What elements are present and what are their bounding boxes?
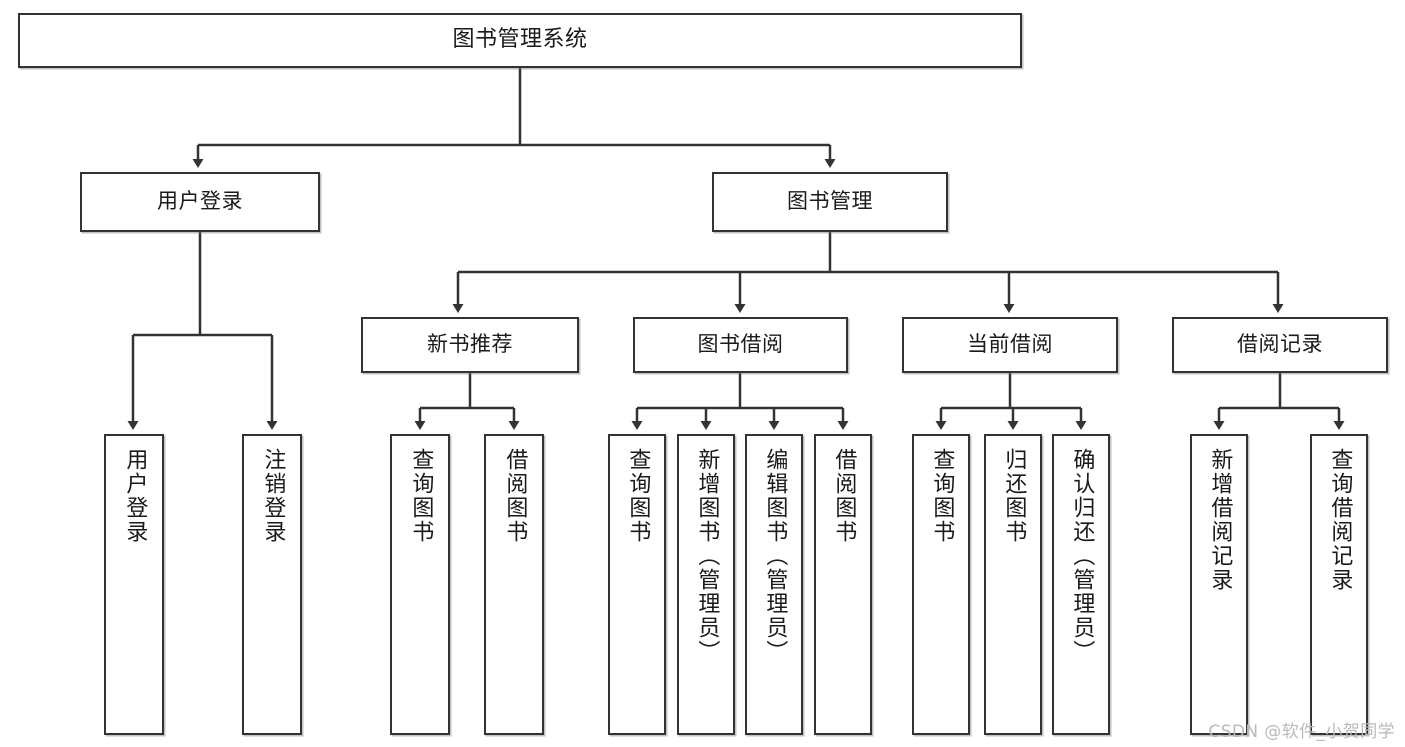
node-borrow-record[interactable]: 借阅记录 [1172,317,1388,373]
node-label: 用户登录 [157,189,243,214]
node-label: 图书借阅 [697,332,784,357]
node-label: 编辑图书（管理员） [762,448,788,664]
leaf-node-edit-book[interactable]: 编辑图书（管理员） [745,434,803,735]
leaf-node-query-record[interactable]: 查询借阅记录 [1310,434,1368,735]
node-label: 新增借阅记录 [1207,448,1233,592]
node-label: 当前借阅 [967,332,1053,357]
leaf-node-confirm-return[interactable]: 确认归还（管理员） [1052,434,1110,735]
leaf-node-logout[interactable]: 注销登录 [242,434,302,735]
leaf-node-user-login[interactable]: 用户登录 [104,434,164,735]
node-book-manage[interactable]: 图书管理 [712,172,948,232]
leaf-node-query-book-3[interactable]: 查询图书 [912,434,970,735]
leaf-node-borrow-book-2[interactable]: 借阅图书 [814,434,872,735]
leaf-node-borrow-book-1[interactable]: 借阅图书 [484,434,544,735]
node-label: 借阅图书 [502,448,528,544]
node-root[interactable]: 图书管理系统 [18,13,1022,68]
node-label: 新书推荐 [427,332,513,357]
node-label: 图书管理 [787,189,873,214]
leaf-node-add-record[interactable]: 新增借阅记录 [1190,434,1248,735]
leaf-node-query-book-2[interactable]: 查询图书 [608,434,666,735]
leaf-node-add-book[interactable]: 新增图书（管理员） [677,434,735,735]
node-label: 归还图书 [1001,448,1027,544]
node-current-borrow[interactable]: 当前借阅 [902,317,1118,373]
leaf-node-query-book-1[interactable]: 查询图书 [390,434,450,735]
csdn-watermark: CSDN @软件_小贺同学 [1208,722,1395,742]
node-label: 借阅记录 [1237,332,1323,357]
node-label: 注销登录 [260,448,286,544]
node-user-login[interactable]: 用户登录 [80,172,320,232]
node-label: 借阅图书 [831,448,857,544]
node-label: 新增图书（管理员） [694,448,720,664]
leaf-node-return-book[interactable]: 归还图书 [984,434,1042,735]
node-label: 查询图书 [929,448,955,544]
node-label: 确认归还（管理员） [1069,448,1095,664]
node-label: 查询图书 [625,448,651,544]
node-label: 用户登录 [122,448,148,544]
node-label: 图书管理系统 [452,27,588,53]
node-label: 查询借阅记录 [1327,448,1353,592]
node-new-book-recommend[interactable]: 新书推荐 [361,317,579,373]
node-label: 查询图书 [408,448,434,544]
node-book-borrow[interactable]: 图书借阅 [633,317,848,373]
